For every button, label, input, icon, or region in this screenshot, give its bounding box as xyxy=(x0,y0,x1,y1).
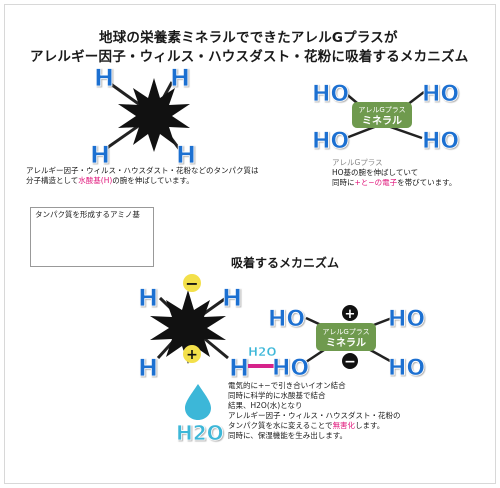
mineral-label: アレルGプラス xyxy=(322,328,369,336)
caption-text: します。 xyxy=(355,421,385,430)
mineral-caption-name: アレルGプラス xyxy=(332,158,383,167)
h-atom: H xyxy=(170,64,190,92)
protein-caption: アレルギー因子・ウィルス・ハウスダスト・花粉などのタンパク質は 分子構造として水… xyxy=(26,166,259,186)
h2o-large: H2O xyxy=(176,421,224,445)
h2o-small: H2O xyxy=(248,345,277,359)
minus-charge-badge xyxy=(183,274,201,292)
mechanism-title: 吸着するメカニズム xyxy=(231,256,340,270)
mineral-sub-label: ミネラル xyxy=(362,115,402,127)
minus-sign: − xyxy=(185,274,198,293)
plus-charge-badge xyxy=(183,345,201,363)
plus-sign: + xyxy=(186,347,198,363)
caption-text: の腕を伸ばしています。 xyxy=(112,176,194,185)
caption-text: 同時に xyxy=(332,178,355,187)
mineral-caption-line-1: HO基の腕を伸ばしていて xyxy=(332,168,419,177)
mineral-molecule-mechanism: アレルGプラス ミネラル + − HO HO HO HO xyxy=(268,305,426,381)
mechanism-caption-line: タンパク質を水に変えることで無害化します。 xyxy=(228,421,401,431)
h-atom: H xyxy=(94,64,114,92)
water-output: H2O xyxy=(176,384,224,445)
caption-text: タンパク質を水に変えることで xyxy=(228,421,333,430)
title-line-2: アレルギー因子・ウィルス・ハウスダスト・花粉に吸着するメカニズム xyxy=(30,49,469,65)
protein-caption-line-2: 分子構造として水酸基(H)の腕を伸ばしています。 xyxy=(26,176,259,186)
protein-caption-line-1: アレルギー因子・ウィルス・ハウスダスト・花粉などのタンパク質は xyxy=(26,166,259,175)
starburst-icon xyxy=(150,290,226,364)
mineral-molecule-top: アレルGプラス ミネラル HO HO HO HO xyxy=(312,82,460,155)
h-atom: H xyxy=(176,141,196,169)
ho-atom: HO xyxy=(422,129,459,154)
ho-atom: HO xyxy=(268,307,305,332)
plus-sign: + xyxy=(345,307,356,322)
h-atom: H xyxy=(138,354,158,382)
ho-atom: HO xyxy=(312,129,349,154)
amino-group-box: タンパク質を形成するアミノ基 xyxy=(30,207,154,267)
caption-text: を帯びています。 xyxy=(397,178,457,187)
ho-atom: HO xyxy=(388,356,425,381)
mechanism-caption-line: 同時に科学的に水酸基で結合 xyxy=(228,391,326,400)
h-atom: H xyxy=(229,354,249,382)
caption-highlight: 無害化 xyxy=(332,421,356,430)
mineral-caption-line-2: 同時に+と−の電子を帯びています。 xyxy=(332,178,456,188)
caption-highlight: +と−の電子 xyxy=(354,178,398,187)
mineral-caption: アレルGプラス HO基の腕を伸ばしていて 同時に+と−の電子を帯びています。 xyxy=(332,158,456,188)
water-drop-icon xyxy=(185,384,211,420)
starburst-icon xyxy=(118,78,190,152)
ho-atom: HO xyxy=(312,82,349,107)
h-atom: H xyxy=(222,284,242,312)
caption-text: 分子構造として xyxy=(26,176,79,185)
mineral-box xyxy=(352,102,412,128)
mechanism-caption-line: 同時に、保湿機能を生み出します。 xyxy=(228,431,348,440)
ho-atom: HO xyxy=(388,307,425,332)
minus-sign: − xyxy=(344,354,356,370)
minus-charge-badge xyxy=(342,353,358,369)
mechanism-caption-line: 結果、H2O(水)となり xyxy=(228,401,303,410)
mechanism-caption-line: 電気的に+−で引き合いイオン結合 xyxy=(228,381,346,390)
mineral-sub-label: ミネラル xyxy=(326,337,366,349)
protein-molecule-top: H H H H xyxy=(90,64,197,170)
caption-highlight: 水酸基(H) xyxy=(78,176,113,185)
hydrogen-bond: H2O xyxy=(248,345,277,368)
plus-charge-badge xyxy=(342,305,358,321)
mineral-box xyxy=(316,323,376,351)
protein-molecule-mechanism: − + H H H H xyxy=(138,274,249,382)
h-atom: H xyxy=(138,284,158,312)
ho-atom: HO xyxy=(422,82,459,107)
mechanism-caption: 電気的に+−で引き合いイオン結合 同時に科学的に水酸基で結合 結果、H2O(水)… xyxy=(228,381,401,441)
title-line-1: 地球の栄養素ミネラルでできたアレルGプラスが xyxy=(99,30,398,46)
h-atom: H xyxy=(90,141,110,169)
ho-atom: HO xyxy=(272,356,309,381)
mineral-label: アレルGプラス xyxy=(358,106,405,114)
mechanism-caption-line: アレルギー因子・ウィルス・ハウスダスト・花粉の xyxy=(228,411,401,420)
amino-box-title: タンパク質を形成するアミノ基 xyxy=(35,210,140,219)
